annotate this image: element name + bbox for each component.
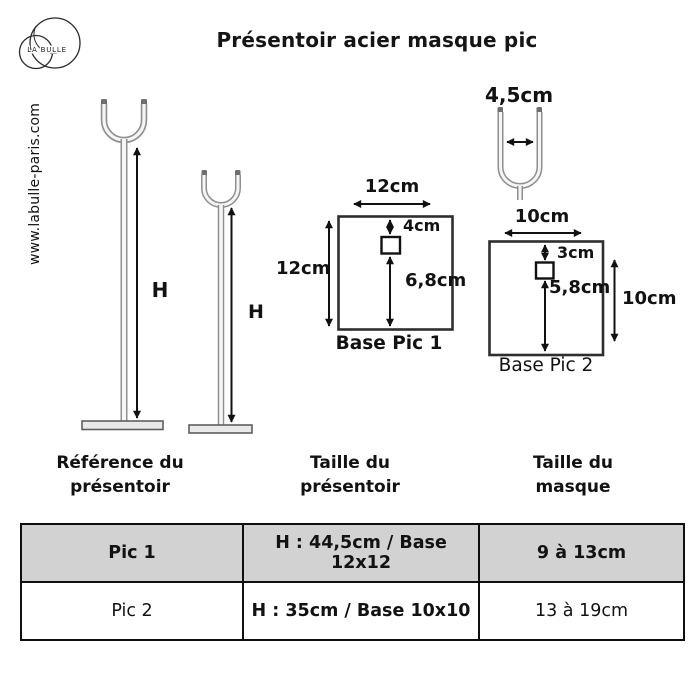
base1-hole-bottom-label: 6,8cm (405, 270, 467, 291)
fork-width-label: 4,5cm (484, 83, 554, 107)
stand2-height-label: H (248, 301, 264, 323)
logo-text: LA BULLE (27, 46, 67, 54)
pic2-size-cell: H : 35cm / Base 10x10 (242, 581, 480, 641)
page-title: Présentoir acier masque pic (216, 28, 538, 52)
stand1-drawing (81, 99, 164, 431)
fork-detail-icon (497, 112, 543, 189)
base2-hole-top-label: 3cm (557, 243, 595, 262)
stand2-left-tip-icon (201, 170, 207, 177)
base1-diagram (325, 200, 454, 331)
header-taille-masque: Taille du masque (532, 453, 614, 497)
fork-detail-drawing (497, 107, 543, 200)
base1-outline-icon (337, 215, 454, 331)
pic1-mask-cell: 9 à 13cm (478, 523, 685, 583)
base2-caption: Base Pic 2 (498, 355, 594, 376)
logo-small-circle-icon (18, 34, 54, 70)
header-taille-presentoir: Taille du présentoir (300, 453, 400, 497)
pic2-ref-cell: Pic 2 (20, 581, 244, 641)
table-row-pic2: Pic 2 H : 35cm / Base 10x10 13 à 19cm (20, 581, 685, 641)
base1-hole-icon (380, 235, 402, 255)
base1-height-label: 12cm (276, 258, 331, 279)
pic1-ref-cell: Pic 1 (20, 523, 244, 583)
stand2-base-icon (188, 424, 253, 434)
labulle-logo: LA BULLE (18, 17, 81, 70)
stand1-base-icon (81, 420, 164, 431)
pic1-size-cell: H : 44,5cm / Base 12x12 (242, 523, 480, 583)
spec-table: Pic 1 H : 44,5cm / Base 12x12 9 à 13cm P… (20, 523, 685, 641)
base2-diagram (488, 229, 619, 357)
base2-hole-bottom-label: 5,8cm (549, 277, 611, 298)
stand2-drawing (188, 170, 253, 434)
base1-hole-top-label: 4cm (403, 216, 441, 235)
logo-big-circle-icon (29, 17, 81, 69)
table-row-pic1: Pic 1 H : 44,5cm / Base 12x12 9 à 13cm (20, 523, 685, 583)
base2-height-label: 10cm (622, 288, 677, 309)
base2-hole-icon (534, 261, 555, 280)
stand1-height-label: H (151, 278, 169, 302)
base2-width-label: 10cm (514, 206, 570, 227)
base1-width-label: 12cm (364, 176, 420, 197)
stand2-right-tip-icon (235, 170, 241, 177)
header-reference: Référence du présentoir (56, 453, 184, 497)
logo-swoosh-icon (33, 25, 59, 54)
base1-caption: Base Pic 1 (335, 333, 443, 354)
pic2-mask-cell: 13 à 19cm (478, 581, 685, 641)
